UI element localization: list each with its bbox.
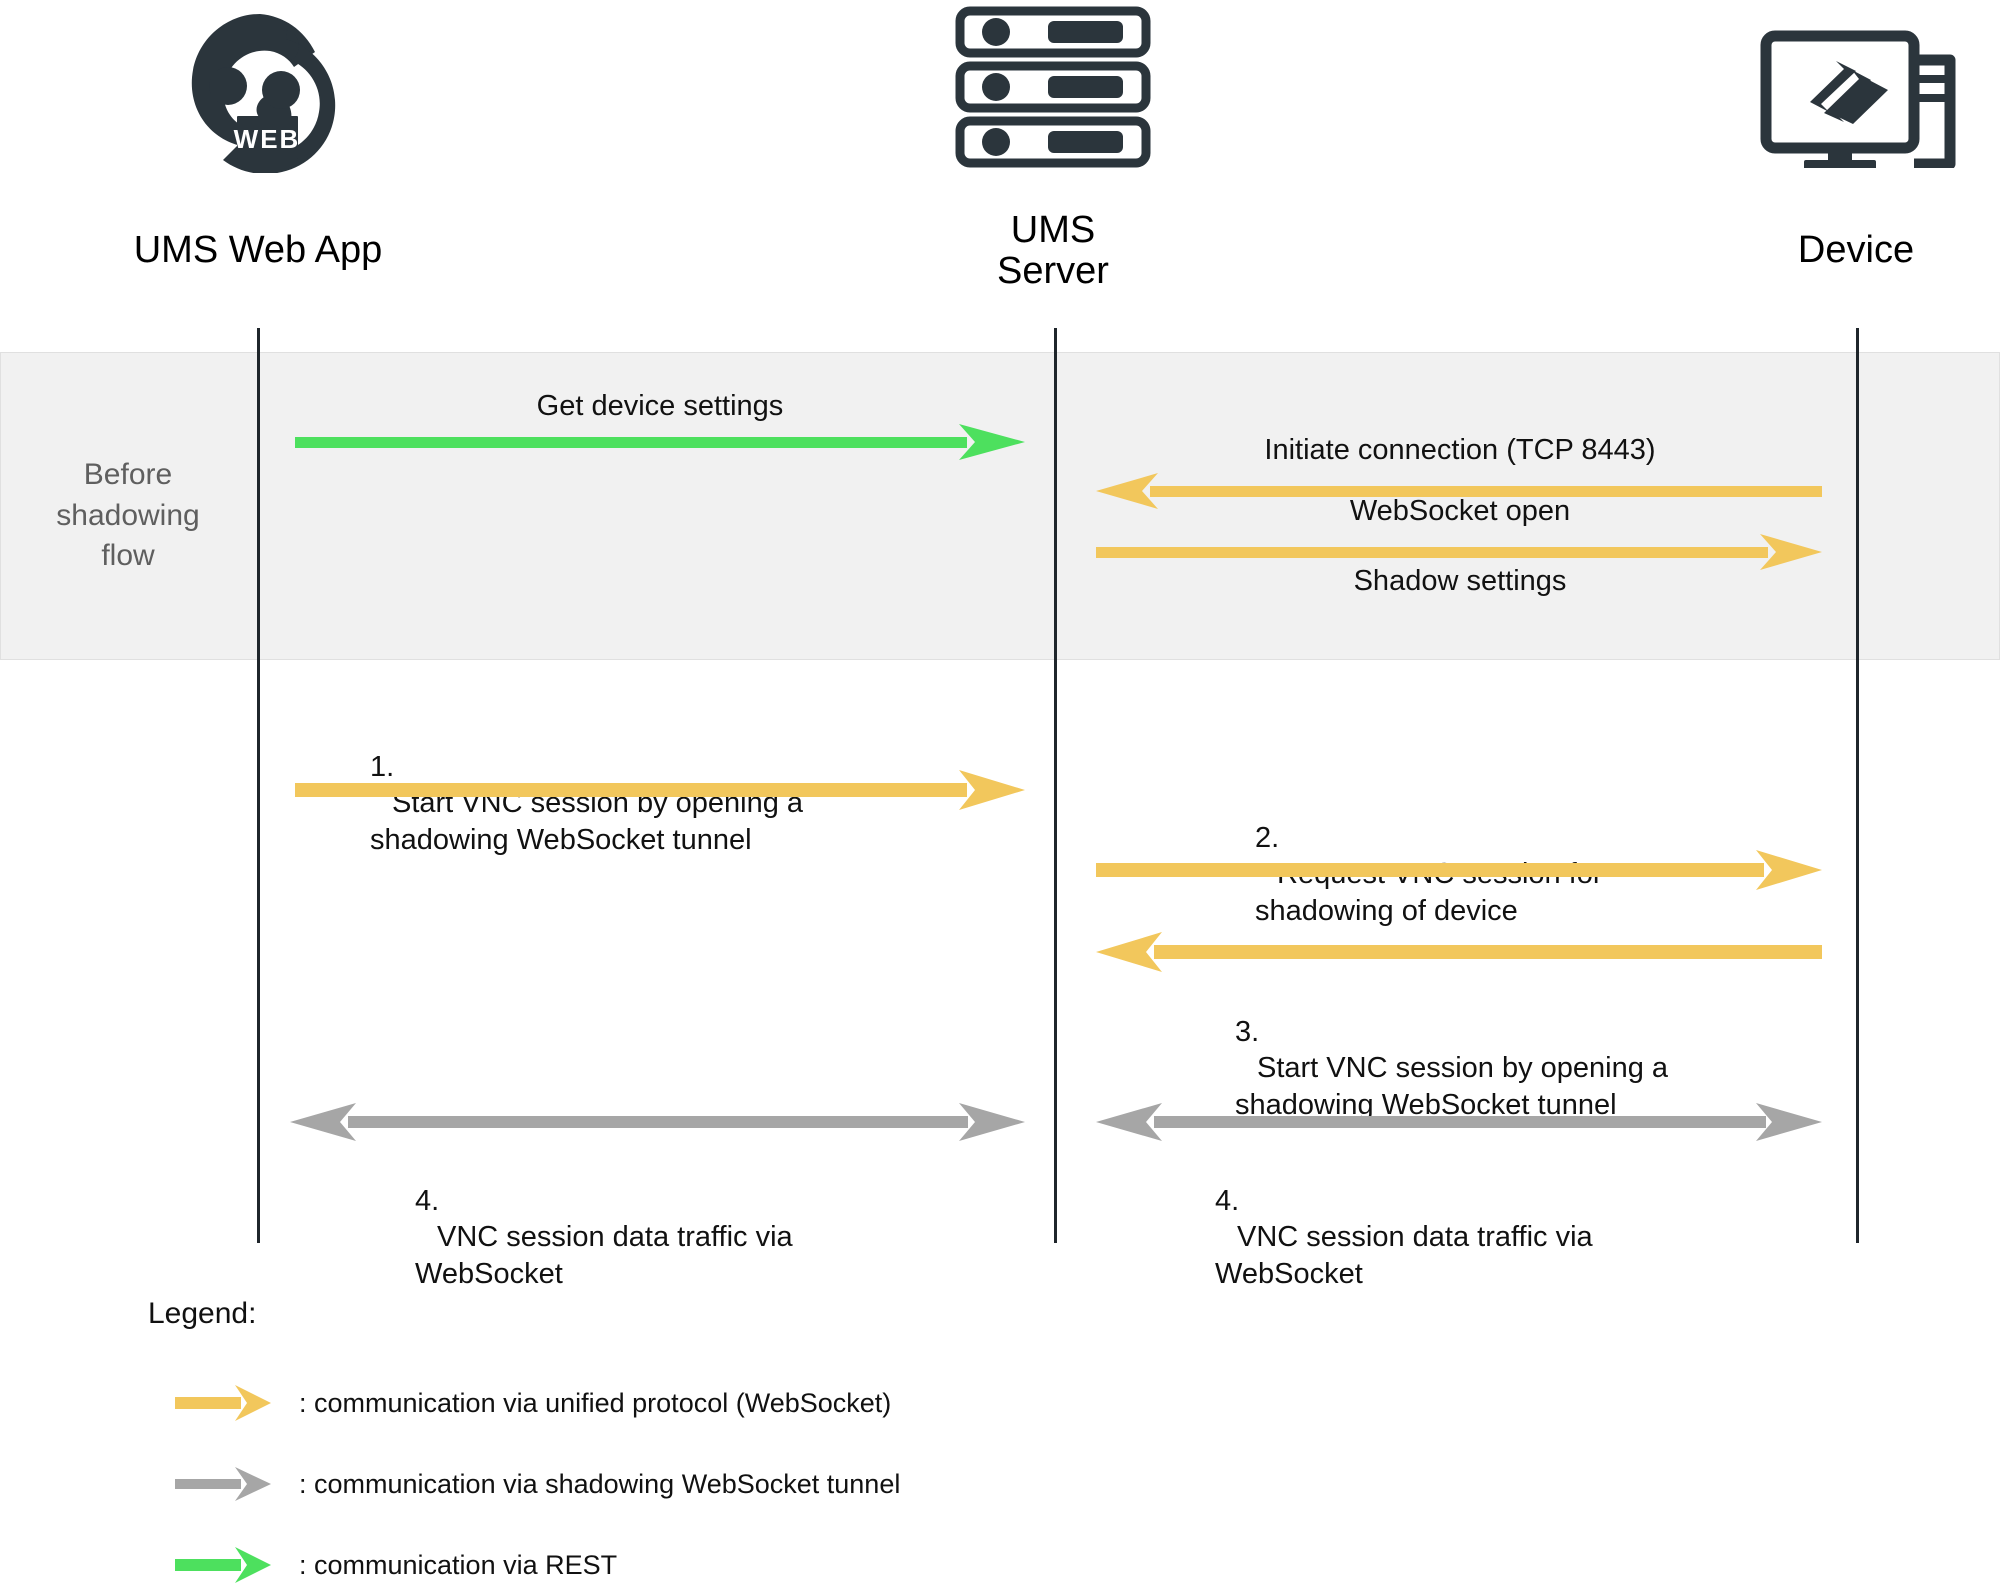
message-arrow-step-3 [1096, 930, 1822, 974]
legend-item-rest: : communication via REST [175, 1545, 617, 1585]
ums-web-logo-icon: WEB [165, 8, 350, 174]
message-label-step-4-left: 4. VNC session data traffic via WebSocke… [415, 1146, 1015, 1292]
step-4-right-text: VNC session data traffic via WebSocket [1215, 1221, 1593, 1290]
step-3-text: Start VNC session by opening a shadowing… [1235, 1052, 1669, 1121]
legend-item-unified: : communication via unified protocol (We… [175, 1383, 891, 1423]
server-rack-icon [953, 5, 1153, 170]
actor-label-device: Device [1797, 229, 1915, 271]
message-arrow-step-4-left [290, 1100, 1025, 1144]
step-3-number: 3. [1235, 1015, 1260, 1048]
legend-text-unified: : communication via unified protocol (We… [299, 1387, 892, 1418]
arrow-right-yellow-icon [175, 1383, 271, 1423]
message-label-websocket-open: WebSocket open [1349, 495, 1571, 527]
message-arrow-step-4-right [1096, 1100, 1822, 1144]
step-4-right-number: 4. [1215, 1184, 1240, 1217]
svg-text:WEB: WEB [234, 124, 301, 154]
step-2-number: 2. [1255, 821, 1280, 854]
actor-label-web-app: UMS Web App [133, 229, 383, 271]
message-label-shadow-settings: Shadow settings [1353, 565, 1567, 597]
message-label-initiate-connection: Initiate connection (TCP 8443) [1264, 434, 1656, 466]
step-4-left-text: VNC session data traffic via WebSocket [415, 1221, 793, 1290]
message-arrow-websocket-open [1096, 530, 1822, 574]
message-label-step-4-right: 4. VNC session data traffic via WebSocke… [1215, 1146, 1815, 1292]
step-4-left-number: 4. [415, 1184, 440, 1217]
arrow-right-green-icon [175, 1545, 271, 1585]
step-1-number: 1. [370, 750, 395, 783]
desktop-device-icon [1758, 28, 1958, 171]
legend-item-tunnel: : communication via shadowing WebSocket … [175, 1464, 900, 1504]
message-arrow-get-device-settings [295, 420, 1025, 464]
actor-label-ums-server: UMS Server [997, 209, 1109, 293]
message-arrow-step-1 [295, 768, 1025, 812]
message-label-get-device-settings: Get device settings [536, 390, 784, 422]
legend-title: Legend: [148, 1297, 257, 1330]
lifeline-device [1856, 328, 1859, 1243]
message-label-step-1: 1. Start VNC session by opening a shadow… [370, 712, 970, 858]
lifeline-web-app [257, 328, 260, 1243]
message-arrow-step-2 [1096, 848, 1822, 892]
legend-text-tunnel: : communication via shadowing WebSocket … [299, 1468, 901, 1499]
message-label-step-3: 3. Start VNC session by opening a shadow… [1235, 977, 1875, 1123]
lifeline-ums-server [1054, 328, 1057, 1243]
before-shadowing-flow-band [0, 352, 2000, 660]
legend-text-rest: : communication via REST [299, 1549, 618, 1580]
arrow-right-gray-icon [175, 1464, 271, 1504]
step-1-text: Start VNC session by opening a shadowing… [370, 787, 804, 856]
message-arrow-initiate-connection [1096, 469, 1822, 513]
phase-label: Before shadowing flow [56, 458, 200, 572]
